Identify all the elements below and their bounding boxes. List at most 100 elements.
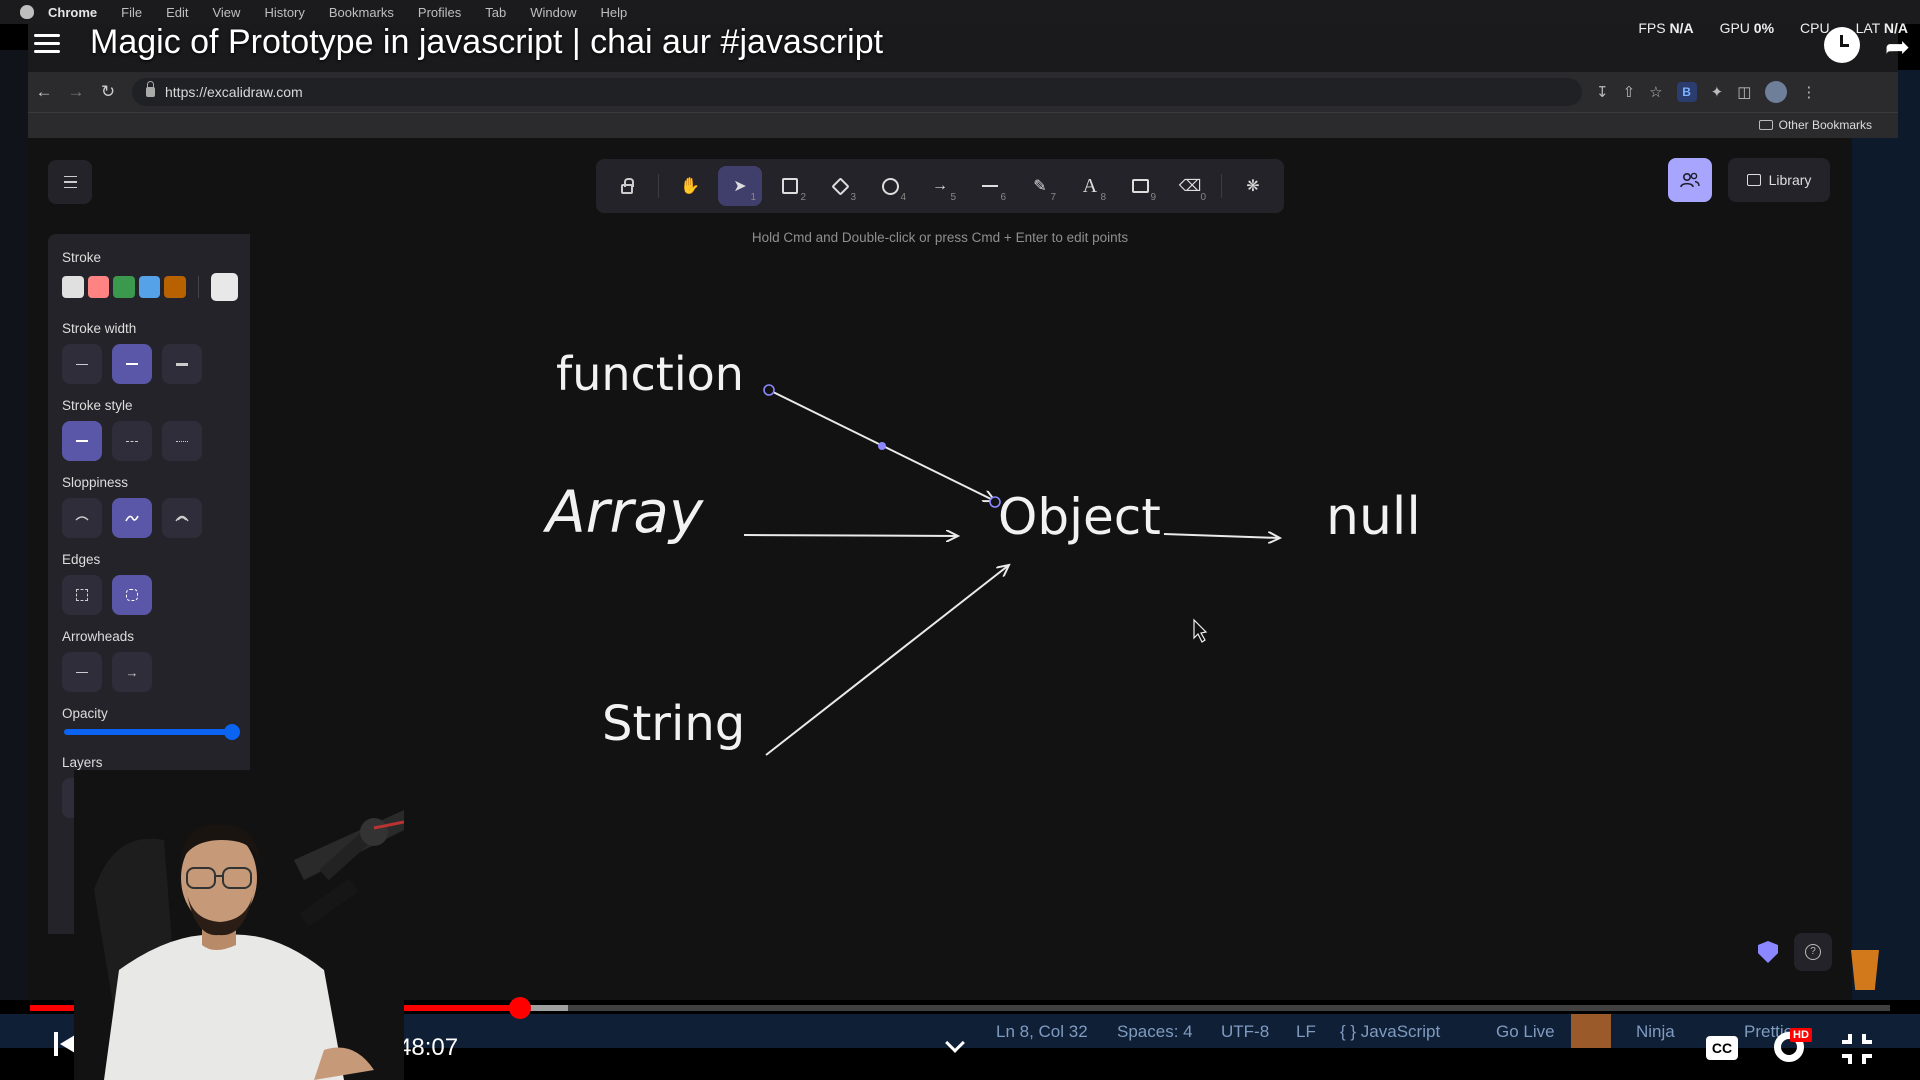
captions-button[interactable]: CC	[1706, 1036, 1738, 1060]
drawing-canvas[interactable]: function Array String Object null	[28, 138, 1852, 1000]
current-stroke-color[interactable]	[210, 273, 239, 301]
status-encoding[interactable]: UTF-8	[1221, 1022, 1270, 1041]
swatch-blue[interactable]	[138, 276, 161, 298]
tool-rectangle[interactable]: 2	[768, 166, 812, 206]
shapes-library-icon: ❋	[1246, 178, 1260, 195]
share-arrow-icon[interactable]: ➦	[1884, 31, 1910, 64]
swatch-red[interactable]	[87, 276, 110, 298]
menu-bookmarks[interactable]: Bookmarks	[328, 4, 394, 20]
chapter-chevron-icon[interactable]	[945, 1033, 965, 1053]
status-spaces[interactable]: Spaces: 4	[1117, 1022, 1193, 1041]
arrowhead-end-arrow[interactable]: →	[112, 652, 152, 692]
stat-fps: FPS N/A	[1638, 20, 1694, 36]
presenter-webcam	[74, 770, 404, 1080]
star-icon[interactable]: ☆	[1649, 84, 1663, 101]
opacity-slider-thumb[interactable]	[224, 724, 240, 740]
arrow-function-to-object[interactable]	[763, 384, 1001, 508]
word-string[interactable]: String	[602, 696, 745, 752]
menu-window[interactable]: Window	[530, 4, 577, 20]
buy-me-coffee-icon[interactable]	[1851, 950, 1879, 990]
other-bookmarks[interactable]: Other Bookmarks	[1758, 118, 1872, 132]
main-menu-button[interactable]	[48, 160, 92, 204]
sloppiness-cartoonist[interactable]	[162, 498, 202, 538]
watch-later-icon[interactable]	[1824, 27, 1860, 63]
tool-image[interactable]: 9	[1118, 166, 1162, 206]
tool-line[interactable]: 6	[968, 166, 1012, 206]
edges-sharp[interactable]	[62, 575, 102, 615]
tool-selection[interactable]: ➤1	[718, 166, 762, 206]
stroke-style-solid[interactable]	[62, 421, 102, 461]
arrowhead-start-none[interactable]	[62, 652, 102, 692]
word-null[interactable]: null	[1326, 487, 1421, 547]
scrubber-handle[interactable]	[509, 997, 532, 1019]
stroke-style-dashed[interactable]	[112, 421, 152, 461]
kebab-menu-icon[interactable]: ⋮	[1801, 84, 1817, 101]
puzzle-icon[interactable]: ✦	[1710, 84, 1724, 101]
reload-icon[interactable]: ↻	[100, 82, 116, 101]
menu-chrome[interactable]: Chrome	[48, 4, 98, 20]
video-title[interactable]: Magic of Prototype in javascript | chai …	[90, 23, 884, 61]
address-bar[interactable]: https://excalidraw.com	[132, 78, 1582, 106]
extension-b-icon[interactable]: B	[1676, 82, 1697, 102]
status-position[interactable]: Ln 8, Col 32	[996, 1022, 1088, 1041]
library-button[interactable]: Library	[1728, 158, 1830, 202]
back-arrow-icon[interactable]: ←	[35, 82, 53, 101]
arrow-object-to-null[interactable]	[1163, 534, 1280, 538]
menu-help[interactable]: Help	[600, 4, 628, 20]
stroke-width-bold[interactable]	[112, 344, 152, 384]
tool-eraser[interactable]: ⌫0	[1178, 178, 1206, 203]
menu-tab[interactable]: Tab	[485, 4, 507, 20]
status-language[interactable]: { } JavaScript	[1340, 1022, 1441, 1041]
exit-fullscreen-icon[interactable]	[1842, 1034, 1872, 1064]
playlist-menu-icon[interactable]	[34, 34, 60, 56]
sloppiness-architect[interactable]	[62, 498, 102, 538]
edges-round[interactable]	[112, 575, 152, 615]
arrow-string-to-object[interactable]	[765, 565, 1009, 756]
install-icon[interactable]: ↧	[1596, 84, 1609, 101]
word-function[interactable]: function	[556, 347, 744, 401]
arrow-mid-handle[interactable]	[878, 442, 886, 450]
tool-more-shapes[interactable]: ❋	[1231, 166, 1275, 206]
arrow-end-handle[interactable]	[989, 496, 1001, 508]
side-panel-icon[interactable]: ◫	[1737, 84, 1752, 101]
menu-edit[interactable]: Edit	[166, 4, 189, 20]
menu-history[interactable]: History	[264, 4, 305, 20]
settings-gear-icon[interactable]	[1774, 1032, 1804, 1062]
collaborate-button[interactable]	[1668, 158, 1712, 202]
status-ninja[interactable]: Ninja	[1636, 1022, 1675, 1041]
arrow-icon: →	[932, 177, 948, 194]
tool-diamond[interactable]: 3	[818, 166, 862, 206]
sloppiness-artist[interactable]	[112, 498, 152, 538]
help-button[interactable]: ?	[1794, 933, 1832, 971]
menu-view[interactable]: View	[212, 4, 241, 20]
swatch-green[interactable]	[113, 276, 135, 298]
share-icon[interactable]: ⇧	[1622, 84, 1636, 101]
status-go-live[interactable]: Go Live	[1496, 1022, 1555, 1041]
status-eol[interactable]: LF	[1296, 1022, 1316, 1041]
swatch-white[interactable]	[62, 276, 84, 298]
apple-icon[interactable]	[20, 5, 34, 19]
word-array[interactable]: Array	[542, 478, 704, 546]
tool-hand[interactable]: ✋	[668, 166, 712, 206]
word-object[interactable]: Object	[998, 488, 1161, 546]
menu-profiles[interactable]: Profiles	[417, 4, 462, 20]
arrow-array-to-object[interactable]	[743, 535, 958, 536]
pencil-icon: ✎	[1033, 178, 1047, 195]
tool-ellipse[interactable]: 4	[868, 166, 912, 206]
arrow-start-handle[interactable]	[763, 384, 775, 396]
shield-icon[interactable]	[1758, 941, 1778, 963]
profile-avatar[interactable]	[1765, 81, 1788, 103]
tool-lock[interactable]	[605, 166, 649, 206]
wave-low-icon	[75, 516, 89, 521]
tool-draw[interactable]: ✎7	[1033, 178, 1056, 203]
stroke-style-dotted[interactable]	[162, 421, 202, 461]
opacity-slider[interactable]	[64, 724, 240, 740]
swatch-orange[interactable]	[164, 276, 186, 298]
tool-arrow[interactable]: →5	[932, 177, 956, 203]
stroke-width-thin[interactable]	[62, 344, 102, 384]
copilot-icon[interactable]	[1571, 1014, 1611, 1048]
menu-file[interactable]: File	[121, 4, 143, 20]
forward-arrow-icon[interactable]: →	[67, 82, 85, 101]
stroke-width-extra-bold[interactable]	[162, 344, 202, 384]
